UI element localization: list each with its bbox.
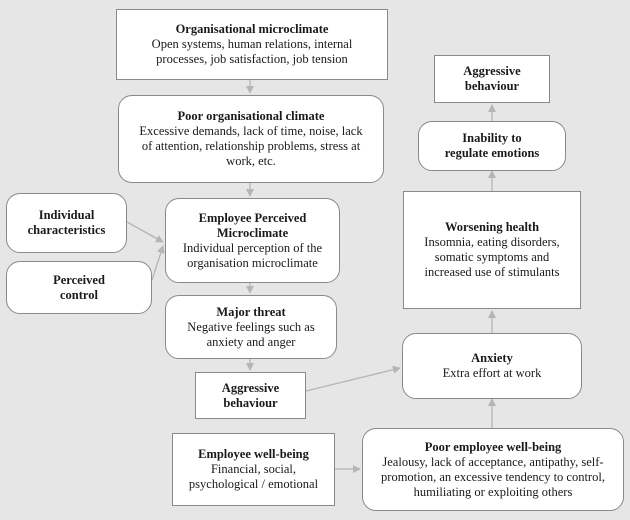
node-aggressive-behaviour-left: Aggressive behaviour: [195, 372, 306, 419]
node-title: Worsening health: [444, 220, 540, 234]
node-title: Major threat: [216, 304, 286, 319]
node-employee-well-being: Employee well-being Financial, social, p…: [172, 433, 335, 506]
node-title: Aggressive behaviour: [221, 380, 280, 410]
node-title: Organisational microclimate: [175, 22, 329, 36]
node-title: Perceived control: [53, 272, 105, 302]
node-title: Employee Perceived Microclimate: [198, 210, 307, 240]
node-title: Individual characteristics: [27, 208, 106, 237]
node-body: Excessive demands, lack of time, noise, …: [139, 124, 363, 168]
node-inability-to-regulate-emotions: Inability to regulate emotions: [418, 121, 566, 171]
node-title: Employee well-being: [198, 447, 309, 461]
node-individual-characteristics: Individual characteristics: [6, 193, 127, 253]
node-title: Aggressive behaviour: [463, 64, 521, 93]
node-body: Insomnia, eating disorders, somatic symp…: [424, 235, 560, 279]
node-aggressive-behaviour-right: Aggressive behaviour: [434, 55, 550, 103]
node-body: Individual perception of the organisatio…: [182, 240, 323, 270]
node-organisational-microclimate: Organisational microclimate Open systems…: [116, 9, 388, 80]
node-title: Poor organisational climate: [177, 109, 325, 123]
node-body: Extra effort at work: [442, 366, 542, 380]
node-employee-perceived-microclimate: Employee Perceived Microclimate Individu…: [165, 198, 340, 283]
node-worsening-health: Worsening health Insomnia, eating disord…: [403, 191, 581, 309]
node-title: Poor employee well-being: [424, 439, 562, 454]
node-poor-organisational-climate: Poor organisational climate Excessive de…: [118, 95, 384, 183]
node-body: Financial, social, psychological / emoti…: [188, 462, 319, 491]
node-poor-employee-well-being: Poor employee well-being Jealousy, lack …: [362, 428, 624, 511]
arrow-individual-to-perceived: [126, 221, 164, 243]
node-major-threat: Major threat Negative feelings such as a…: [165, 295, 337, 359]
node-title: Inability to regulate emotions: [444, 131, 540, 160]
arrow-control-to-perceived: [151, 245, 165, 281]
node-title: Anxiety: [471, 351, 513, 365]
node-perceived-control: Perceived control: [6, 261, 152, 314]
node-body: Jealousy, lack of acceptance, antipathy,…: [381, 454, 605, 499]
node-body: Negative feelings such as anxiety and an…: [187, 319, 315, 349]
node-body: Open systems, human relations, internal …: [151, 37, 353, 66]
arrow-aggressive-to-anxiety: [305, 365, 401, 392]
node-anxiety: Anxiety Extra effort at work: [402, 333, 582, 399]
